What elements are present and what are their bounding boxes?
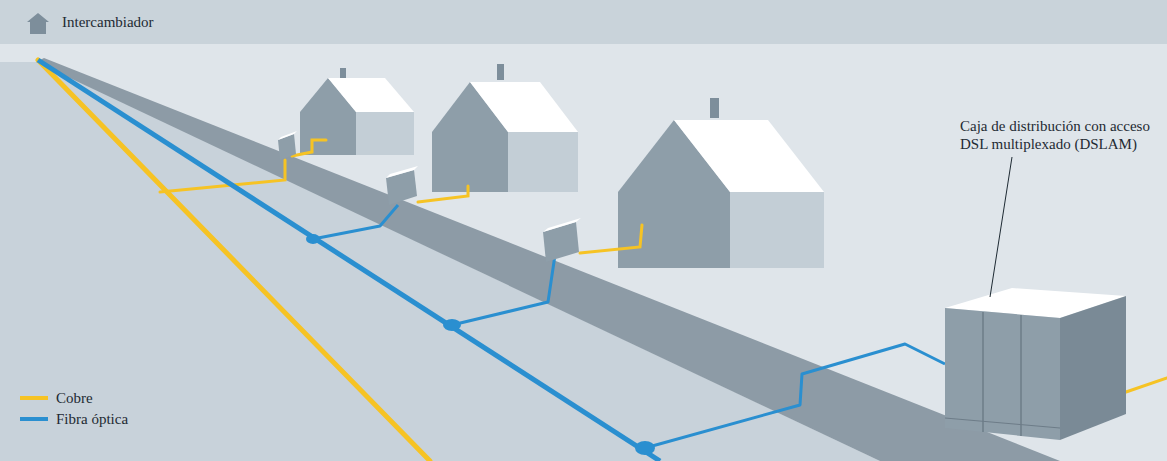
street-box-3 bbox=[543, 218, 581, 262]
legend-text: Cobre bbox=[56, 389, 93, 407]
dslam-cabinet bbox=[945, 288, 1126, 440]
exchange-icon bbox=[27, 13, 49, 34]
legend-swatch bbox=[20, 396, 48, 400]
house-3 bbox=[618, 98, 824, 268]
legend-swatch bbox=[20, 417, 48, 421]
copper-lines bbox=[38, 60, 1167, 461]
legend-text: Fibra óptica bbox=[56, 410, 128, 428]
splice-dots bbox=[306, 234, 655, 455]
street-box-1 bbox=[278, 131, 297, 160]
fibre-lines bbox=[38, 60, 945, 461]
leader-line bbox=[990, 157, 1012, 297]
top-band bbox=[0, 0, 1167, 44]
curb-stripe bbox=[36, 58, 1060, 461]
street-box-2 bbox=[386, 166, 418, 205]
callout-label: Caja de distribución con acceso DSL mult… bbox=[960, 117, 1150, 153]
exchange-label: Intercambiador bbox=[62, 13, 362, 31]
house-2 bbox=[432, 64, 578, 192]
house-1 bbox=[300, 68, 414, 155]
